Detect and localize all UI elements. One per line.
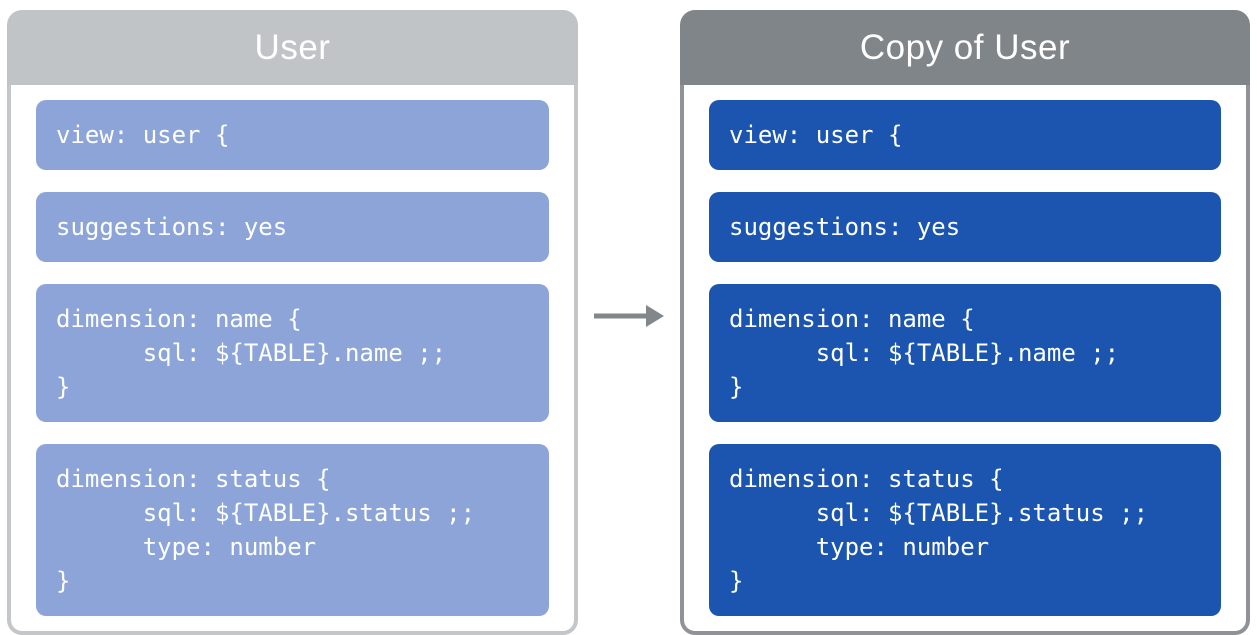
arrow-right-icon [588, 299, 670, 333]
code-block-view: view: user { [709, 100, 1221, 170]
code-block-dimension-name: dimension: name { sql: ${TABLE}.name ;; … [709, 284, 1221, 422]
code-line: } [729, 373, 744, 401]
user-panel-header: User [7, 10, 578, 85]
panel-title: Copy of User [859, 27, 1071, 67]
code-line: sql: ${TABLE}.name ;; [729, 339, 1120, 367]
code-line: dimension: status { [729, 465, 1004, 493]
code-line: dimension: name { [729, 305, 975, 333]
code-block-suggestions: suggestions: yes [36, 192, 549, 262]
code-line: suggestions: yes [729, 213, 961, 241]
panel-title: User [254, 27, 331, 67]
code-line: type: number [56, 533, 317, 561]
code-block-dimension-status: dimension: status { sql: ${TABLE}.status… [709, 444, 1221, 616]
user-panel-body: view: user { suggestions: yes dimension:… [7, 85, 578, 635]
code-line: } [56, 567, 71, 595]
copy-of-user-panel-body: view: user { suggestions: yes dimension:… [680, 85, 1250, 635]
code-line: type: number [729, 533, 990, 561]
code-block-suggestions: suggestions: yes [709, 192, 1221, 262]
code-line: view: user { [56, 121, 230, 149]
code-line: suggestions: yes [56, 213, 288, 241]
code-block-dimension-name: dimension: name { sql: ${TABLE}.name ;; … [36, 284, 549, 422]
code-line: sql: ${TABLE}.status ;; [729, 499, 1149, 527]
code-line: sql: ${TABLE}.status ;; [56, 499, 476, 527]
code-line: } [729, 567, 744, 595]
code-line: } [56, 373, 71, 401]
copy-of-user-panel-header: Copy of User [680, 10, 1250, 85]
code-line: view: user { [729, 121, 903, 149]
code-line: sql: ${TABLE}.name ;; [56, 339, 447, 367]
code-block-dimension-status: dimension: status { sql: ${TABLE}.status… [36, 444, 549, 616]
user-panel: User view: user { suggestions: yes dimen… [7, 10, 578, 635]
code-block-view: view: user { [36, 100, 549, 170]
copy-of-user-panel: Copy of User view: user { suggestions: y… [680, 10, 1250, 635]
code-line: dimension: status { [56, 465, 331, 493]
code-line: dimension: name { [56, 305, 302, 333]
